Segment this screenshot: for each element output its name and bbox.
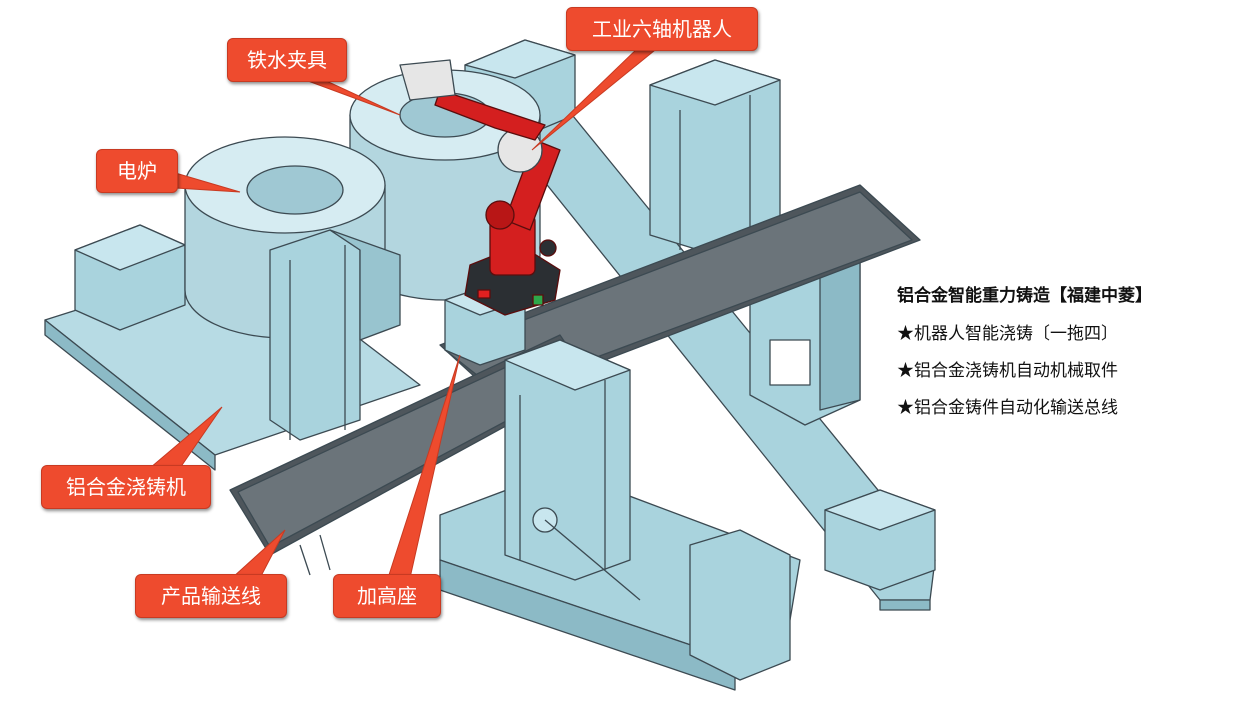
feature-list: 铝合金智能重力铸造【福建中菱】 ★机器人智能浇铸〔一拖四〕 ★铝合金浇铸机自动机… <box>897 281 1152 430</box>
furnace-callout: 电炉 <box>96 149 178 193</box>
feature-title: 铝合金智能重力铸造【福建中菱】 <box>897 286 1152 306</box>
casting-machine-callout: 铝合金浇铸机 <box>41 465 211 509</box>
product-conveyor-callout: 产品输送线 <box>135 574 287 618</box>
robot-callout: 工业六轴机器人 <box>566 7 758 51</box>
feature-item: ★机器人智能浇铸〔一拖四〕 <box>897 324 1118 344</box>
left-casting-tower <box>269 229 401 441</box>
riser-base-callout: 加高座 <box>333 574 441 618</box>
feature-item: ★铝合金浇铸机自动机械取件 <box>897 361 1118 381</box>
robot-arm <box>399 59 561 316</box>
rear-right-tower <box>649 59 781 256</box>
feature-item: ★铝合金铸件自动化输送总线 <box>897 398 1118 418</box>
ladle-clamp-callout: 铁水夹具 <box>227 38 347 82</box>
callout-tails <box>148 45 662 579</box>
right-motor-box <box>824 489 936 591</box>
front-casting-tower <box>439 339 801 691</box>
